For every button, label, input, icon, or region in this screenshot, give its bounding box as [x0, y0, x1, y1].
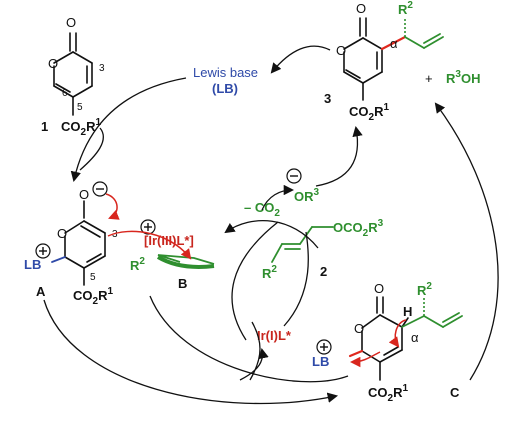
- intermediate-a-lb: LB: [24, 257, 41, 272]
- arrow-iri-inner: [231, 221, 279, 341]
- compound-3-ester: CO2R1: [349, 102, 389, 123]
- intermediate-a-oxide-o: O: [79, 187, 89, 202]
- plus-sign: +: [425, 71, 433, 86]
- compound-1-structure: O O 3 6 5 1 CO2R1: [41, 15, 105, 138]
- compound-1-carbonyl-o: O: [66, 15, 76, 30]
- intermediate-c-ester: CO2R1: [368, 383, 408, 404]
- intermediate-c-ring-o: O: [354, 321, 364, 336]
- arrow-2-to-b: [224, 220, 319, 249]
- arrow-lb-to-a: [70, 77, 187, 183]
- ring-number-3: 3: [99, 63, 105, 74]
- intermediate-c-lb: LB: [312, 354, 329, 369]
- compound-3-carbonyl-o: O: [356, 1, 366, 16]
- a-ring-number-3: 3: [112, 229, 118, 240]
- compound-1-label: 1: [41, 119, 48, 134]
- lewis-base-abbrev: (LB): [212, 81, 238, 96]
- arrow-1-join: [79, 127, 104, 171]
- arrow-b-to-c: [149, 295, 349, 383]
- intermediate-c-alpha: α: [411, 330, 419, 345]
- intermediate-a-structure: O O 3 5 LB A CO2R1: [24, 181, 120, 307]
- compound-3-r2: R2: [398, 0, 413, 17]
- ring-number-6: 6: [62, 88, 68, 99]
- intermediate-a-label: A: [36, 284, 46, 299]
- compound-2-r2: R2: [262, 264, 277, 281]
- arrow-or3-to-3: [315, 125, 363, 187]
- compound-2-label: 2: [320, 264, 327, 279]
- intermediate-c-label: C: [450, 385, 460, 400]
- compound-3-label: 3: [324, 91, 331, 106]
- compound-1-ring-o: O: [48, 56, 58, 71]
- intermediate-b-label: B: [178, 276, 187, 291]
- compound-3-structure: O O α R2 3 CO2R1 + R3OH: [324, 0, 480, 123]
- intermediate-a-ester: CO2R1: [73, 286, 113, 307]
- arrow-release-or3: [261, 184, 295, 211]
- compound-1-ester: CO2R1: [61, 117, 101, 138]
- arrow-iri-to-2: [283, 231, 309, 327]
- intermediate-c-structure: O O H α R2 LB CO2R1 C: [312, 281, 463, 404]
- intermediate-c-h: H: [403, 304, 412, 319]
- ring-number-5: 5: [77, 102, 83, 113]
- compound-3-ring-o: O: [336, 43, 346, 58]
- compound-3-alpha: α: [390, 36, 398, 51]
- arrow-a-to-c: [43, 299, 339, 405]
- arrow-c-to-3: [434, 102, 499, 381]
- arrow-to-iri: [239, 347, 269, 381]
- compound-2-carbonate: OCO2R3: [333, 218, 384, 239]
- arrow-3-to-lb: [270, 45, 331, 74]
- compound-2-structure: OCO2R3 R2 2: [262, 218, 384, 281]
- lewis-base-label: Lewis base: [193, 65, 258, 80]
- intermediate-c-r2: R2: [417, 281, 432, 298]
- ir-i-catalyst: Ir(I)L*: [257, 328, 292, 343]
- intermediate-b-r2: R2: [130, 256, 145, 273]
- intermediate-c-carbonyl-o: O: [374, 281, 384, 296]
- co2-release-label: – CO2: [244, 200, 280, 219]
- r3oh-byproduct: R3OH: [446, 69, 480, 86]
- intermediate-a-ring-o: O: [57, 226, 67, 241]
- alkoxide-or3: OR3: [294, 187, 320, 204]
- intermediate-b-structure: [Ir(III)L*] R2 B: [130, 219, 215, 291]
- a-ring-number-5: 5: [90, 272, 96, 283]
